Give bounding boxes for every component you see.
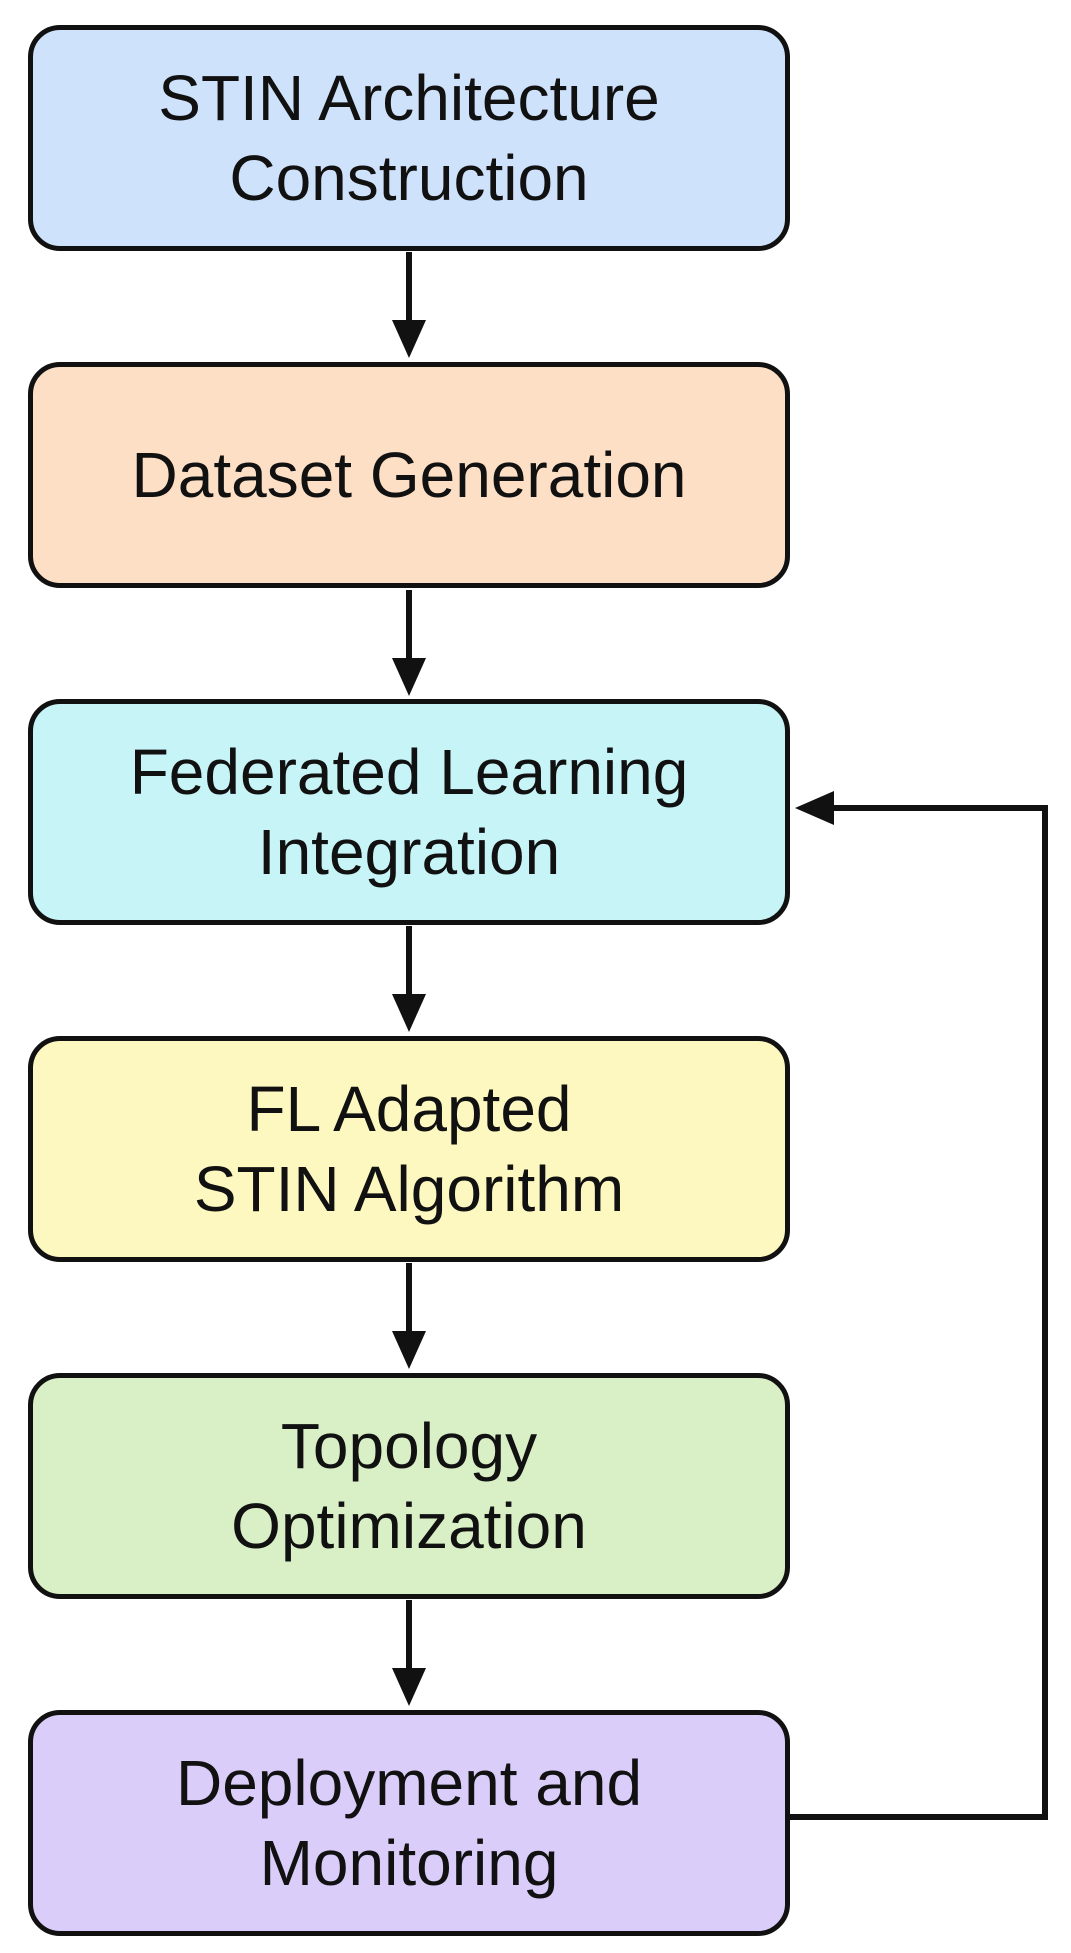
- step-box-federated-learning: Federated Learning Integration: [28, 699, 790, 925]
- arrow-step4-to-step5: [392, 1263, 426, 1369]
- step-label: STIN Architecture: [158, 62, 660, 134]
- arrow-step2-to-step3: [392, 590, 426, 696]
- step-label: Optimization: [231, 1490, 587, 1562]
- step-label: Monitoring: [259, 1827, 559, 1899]
- step-label: Deployment and: [175, 1747, 643, 1819]
- step-box-dataset-generation: Dataset Generation: [28, 362, 790, 588]
- step-label: Federated Learning: [129, 736, 689, 808]
- arrow-step3-to-step4: [392, 926, 426, 1032]
- feedback-arrow: [790, 791, 1048, 1820]
- step-label: FL Adapted: [246, 1073, 572, 1145]
- step-box-topology-optimization: Topology Optimization: [28, 1373, 790, 1599]
- arrow-step5-to-step6: [392, 1600, 426, 1706]
- step-box-fl-adapted-algorithm: FL Adapted STIN Algorithm: [28, 1036, 790, 1262]
- step-label: Dataset Generation: [131, 439, 687, 511]
- step-box-deployment-monitoring: Deployment and Monitoring: [28, 1710, 790, 1936]
- step-label: Construction: [229, 142, 589, 214]
- step-box-stin-architecture: STIN Architecture Construction: [28, 25, 790, 251]
- step-label: Integration: [257, 816, 561, 888]
- step-label: STIN Algorithm: [193, 1153, 625, 1225]
- step-label: Topology: [280, 1410, 538, 1482]
- arrow-step1-to-step2: [392, 252, 426, 358]
